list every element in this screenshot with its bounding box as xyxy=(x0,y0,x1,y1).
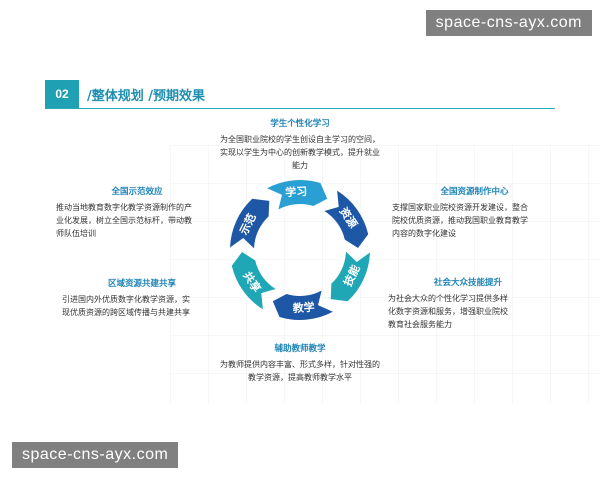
block-line: 师队伍培训 xyxy=(56,229,96,238)
block-line: 推动当地教育数字化教学资源制作的产 xyxy=(56,203,192,212)
block-line: 教学资源，提高教师教学水平 xyxy=(248,373,352,382)
block-regional-sharing: 区域资源共建共享 引进国内外优质数字化教学资源，实 现优质资源的跨区域传播与共建… xyxy=(62,278,222,319)
cycle-segment-3 xyxy=(330,251,370,302)
section-number: 02 xyxy=(45,80,79,108)
block-student-learning: 学生个性化学习 为全国职业院校的学生创设自主学习的空间， 实现以学生为中心的创新… xyxy=(215,118,385,172)
block-title: 区域资源共建共享 xyxy=(107,279,176,289)
block-line: 为社会大众的个性化学习提供多样 xyxy=(388,294,508,303)
block-title: 全国示范效应 xyxy=(111,187,163,197)
block-line: 内容的数字化建设 xyxy=(392,229,456,238)
block-line: 实现以学生为中心的创新教学模式，提升就业 xyxy=(220,148,380,157)
cycle-segment-4 xyxy=(272,290,333,320)
cycle-label: 教学 xyxy=(291,300,315,315)
cycle-segment-6 xyxy=(230,198,270,249)
block-line: 教育社会服务能力 xyxy=(388,320,452,329)
block-title: 社会大众技能提升 xyxy=(433,278,502,288)
block-public-skills: 社会大众技能提升 为社会大众的个性化学习提供多样 化数字资源和服务，增强职业院校… xyxy=(388,277,548,331)
block-line: 支撑国家职业院校资源开发建设，整合 xyxy=(392,203,528,212)
block-teacher-assist: 辅助教师教学 为教师提供内容丰富、形式多样，针对性强的 教学资源，提高教师教学水… xyxy=(200,343,400,384)
block-line: 为全国职业院校的学生创设自主学习的空间， xyxy=(220,135,380,144)
cycle-segment-1 xyxy=(267,180,328,210)
block-line: 化数字资源和服务，增强职业院校 xyxy=(388,307,508,316)
block-national-demo: 全国示范效应 推动当地教育数字化教学资源制作的产 业化发展，树立全国示范标杆，带… xyxy=(56,186,218,240)
block-line: 现优质资源的跨区域传播与共建共享 xyxy=(62,308,190,317)
section-title: /整体规划 /预期效果 xyxy=(87,89,206,104)
block-title: 学生个性化学习 xyxy=(270,119,330,129)
block-line: 能力 xyxy=(292,161,308,170)
cycle-segment-5 xyxy=(231,252,276,310)
cycle-segment-2 xyxy=(324,190,369,248)
watermark: space-cns-ayx.com xyxy=(12,442,179,468)
block-title: 辅助教师教学 xyxy=(274,344,326,354)
cycle-label: 学习 xyxy=(285,184,308,199)
section-header: 02 /整体规划 /预期效果 xyxy=(45,80,555,109)
block-resource-center: 全国资源制作中心 支撑国家职业院校资源开发建设，整合 院校优质资源，推动我国职业… xyxy=(392,186,557,240)
watermark: space-cns-ayx.com xyxy=(425,10,592,36)
block-line: 院校优质资源，推动我国职业教育教学 xyxy=(392,216,528,225)
block-title: 全国资源制作中心 xyxy=(440,187,509,197)
block-line: 业化发展，树立全国示范标杆，带动教 xyxy=(56,216,192,225)
block-line: 引进国内外优质数字化教学资源，实 xyxy=(62,295,190,304)
block-line: 为教师提供内容丰富、形式多样，针对性强的 xyxy=(220,360,380,369)
